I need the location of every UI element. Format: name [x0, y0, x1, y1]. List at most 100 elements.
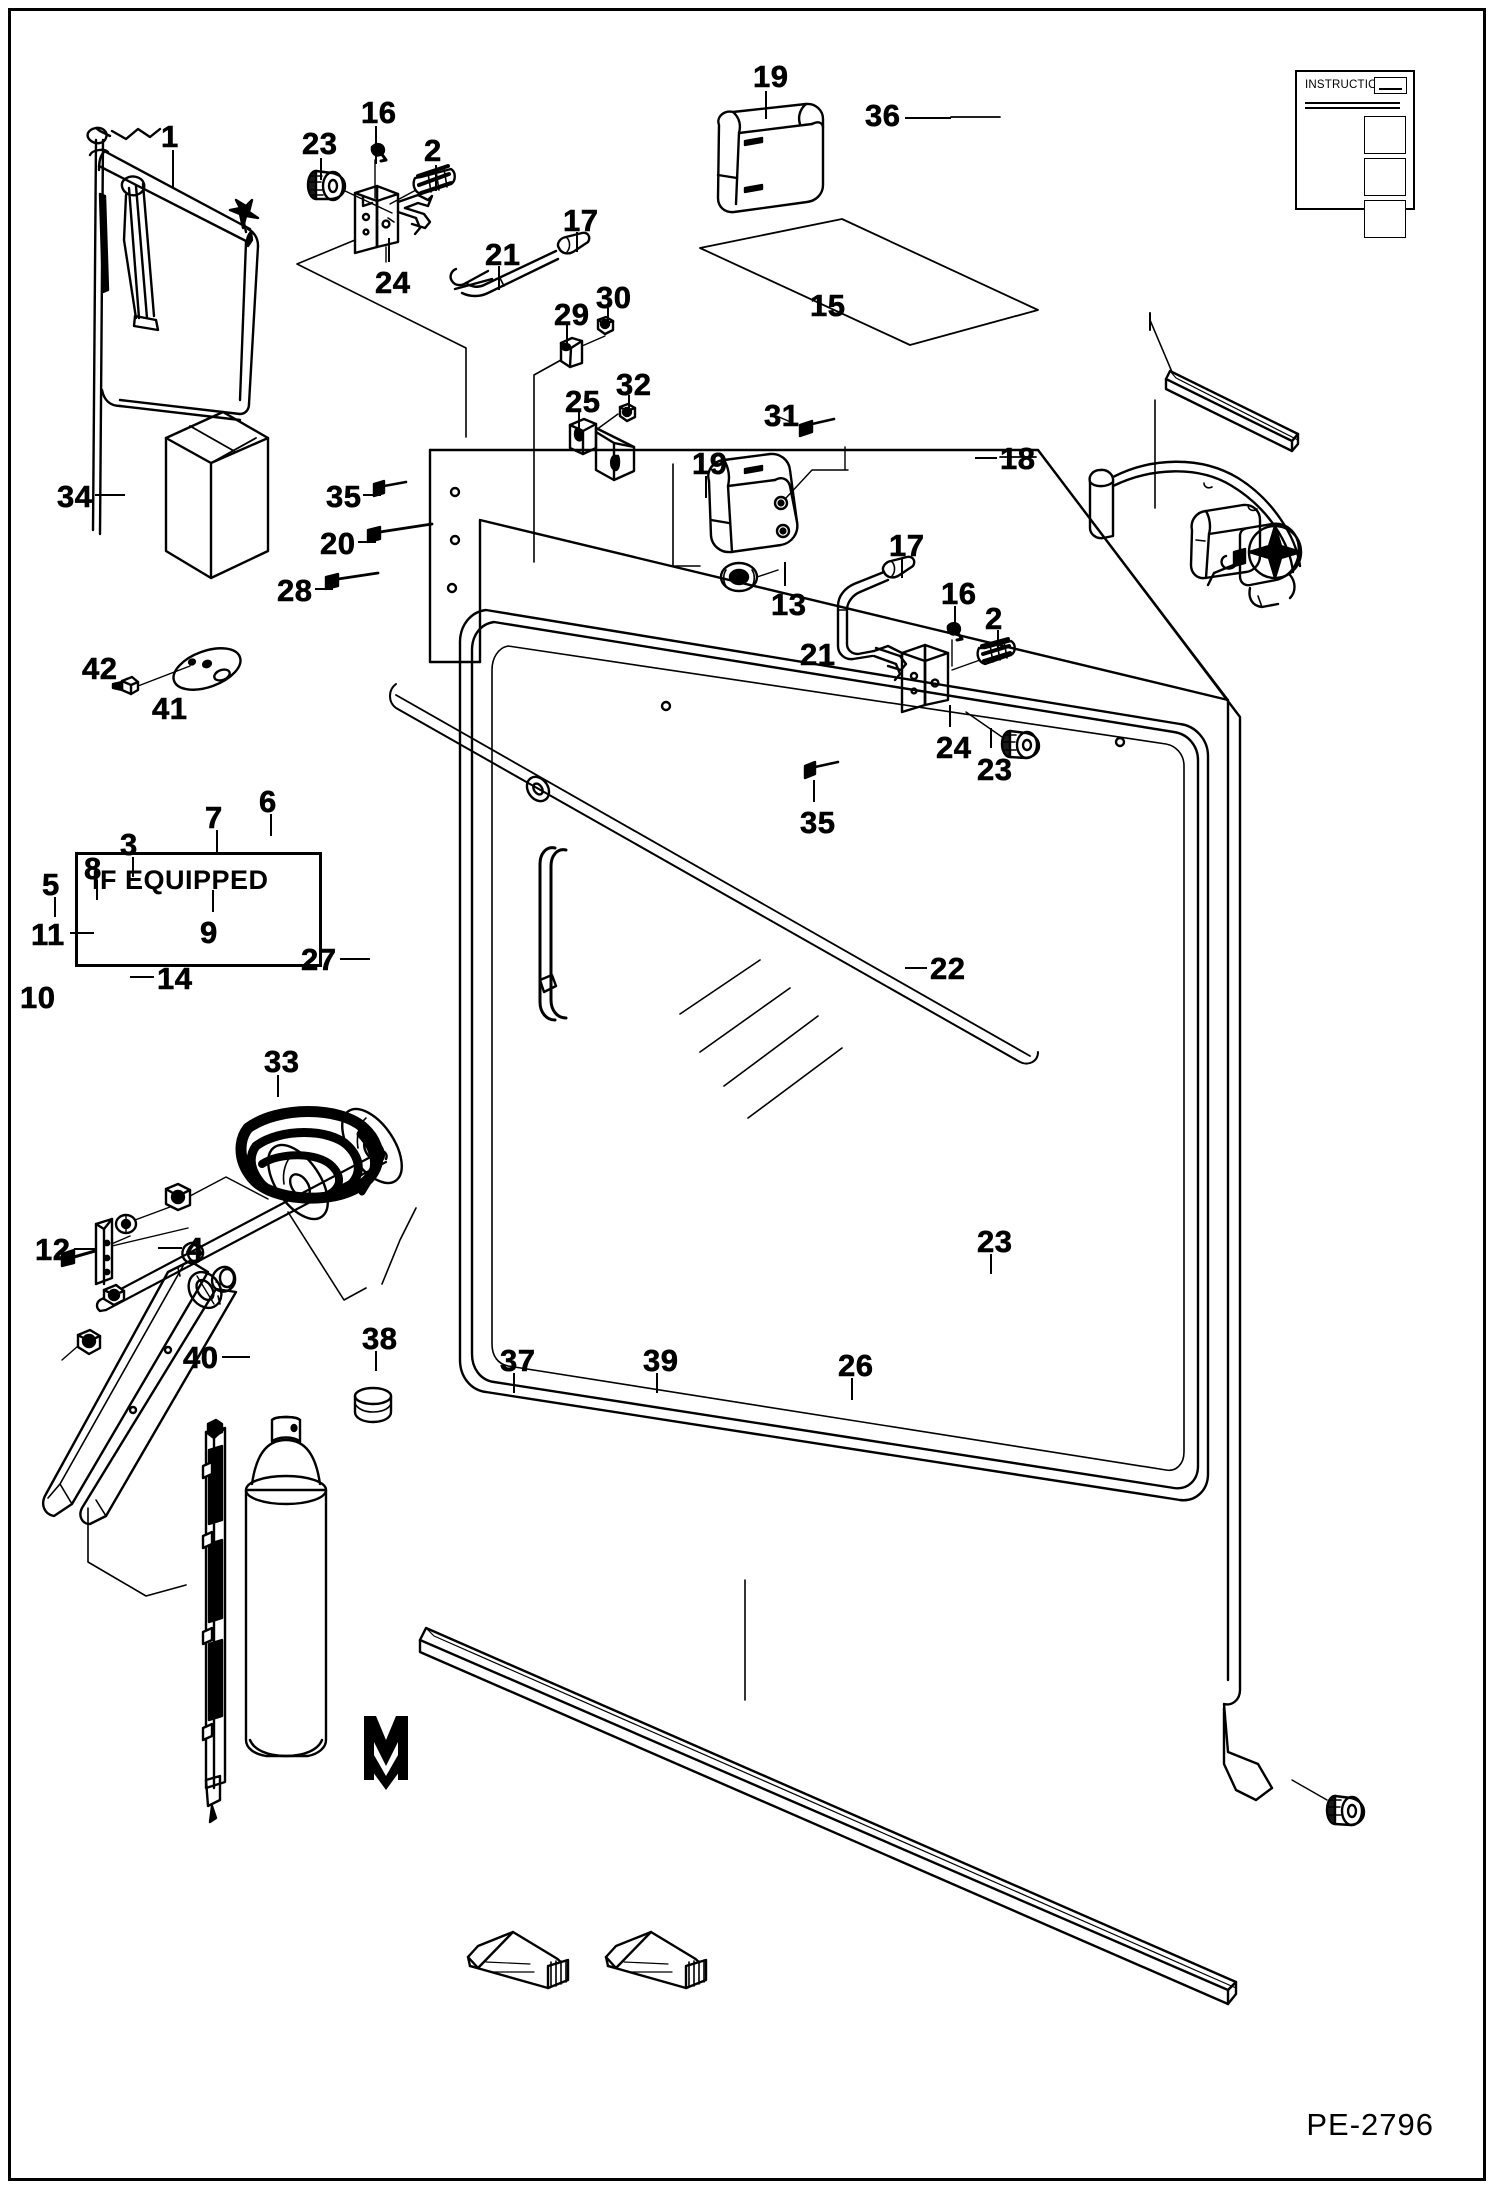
leader-line-34-20 [95, 494, 125, 496]
callout-31-14: 31 [764, 398, 800, 433]
instructions-header-box [1374, 77, 1407, 94]
callout-8-34: 8 [84, 851, 102, 886]
leader-line-28-19 [315, 588, 333, 590]
callout-2-3: 2 [424, 133, 442, 168]
callout-33-44: 33 [264, 1044, 300, 1079]
leader-line-4-43 [158, 1247, 182, 1249]
callout-6-32: 6 [259, 784, 277, 819]
callout-26-49: 26 [838, 1348, 874, 1383]
callout-10-38: 10 [20, 980, 56, 1015]
leader-line-33-44 [277, 1075, 279, 1097]
callout-23-1: 23 [302, 126, 338, 161]
callout-42-29: 42 [82, 651, 118, 686]
leader-line-38-46 [375, 1351, 377, 1371]
leader-line-18-15 [975, 457, 997, 459]
callout-1-0: 1 [161, 119, 179, 154]
leader-line-5-35 [54, 897, 56, 917]
instructions-panel-2 [1364, 158, 1406, 196]
leader-line-27-40 [340, 958, 370, 960]
callout-19-16: 19 [692, 446, 728, 481]
leader-line-24-26 [949, 705, 951, 727]
leader-line-21-7 [498, 266, 500, 290]
instructions-panel-3 [1364, 200, 1406, 238]
leader-line-24-8 [388, 238, 390, 262]
leader-line-23-27 [990, 728, 992, 748]
instructions-label: INSTRUCTIONS [1305, 79, 1394, 91]
instructions-rule-2 [1305, 107, 1400, 109]
leader-line-19-4 [765, 91, 767, 119]
callout-27-40: 27 [301, 942, 337, 977]
leader-line-25-12 [578, 412, 580, 432]
callout-41-30: 41 [152, 691, 188, 726]
callout-23-50: 23 [977, 1224, 1013, 1259]
if-equipped-box: IF EQUIPPED [75, 852, 322, 967]
callout-14-39: 14 [157, 961, 193, 996]
leader-line-19-16 [705, 476, 707, 498]
callout-20-18: 20 [320, 526, 356, 561]
callout-5-35: 5 [42, 867, 60, 902]
callout-37-47: 37 [500, 1343, 536, 1378]
callout-17-22: 17 [889, 528, 925, 563]
leader-line-40-45 [222, 1356, 250, 1358]
callout-15-11: 15 [810, 288, 846, 323]
instructions-rule-1 [1305, 102, 1400, 104]
callout-24-8: 24 [375, 265, 411, 300]
leader-line-20-18 [358, 541, 376, 543]
leader-line-22-41 [905, 967, 927, 969]
callout-21-7: 21 [485, 237, 521, 272]
leader-line-9-36 [212, 890, 214, 912]
leader-line-1-0 [172, 150, 174, 188]
leader-line-7-31 [216, 830, 218, 852]
callout-16-2: 16 [361, 95, 397, 130]
leader-line-35-17 [363, 494, 381, 496]
leader-line-30-10 [607, 308, 609, 326]
leader-line-13-21 [784, 562, 786, 586]
leader-line-11-37 [70, 932, 94, 934]
leader-line-23-50 [990, 1254, 992, 1274]
leader-line-17-6 [576, 232, 578, 252]
leader-line-23-1 [320, 158, 322, 180]
leader-line-37-47 [513, 1373, 515, 1393]
callout-21-25: 21 [800, 637, 836, 672]
instructions-sheet: INSTRUCTIONS [1295, 70, 1415, 238]
leader-line-16-2 [375, 126, 377, 164]
leader-line-6-32 [270, 814, 272, 836]
callout-18-15: 18 [1000, 441, 1036, 476]
if-equipped-label: IF EQUIPPED [92, 865, 269, 895]
callout-34-20: 34 [57, 479, 93, 514]
callout-24-26: 24 [936, 730, 972, 765]
callout-35-28: 35 [800, 805, 836, 840]
callout-19-4: 19 [753, 59, 789, 94]
callout-23-27: 23 [977, 752, 1013, 787]
callout-13-21: 13 [771, 587, 807, 622]
callout-39-48: 39 [643, 1343, 679, 1378]
leader-line-2-3 [435, 165, 437, 191]
callout-7-31: 7 [205, 800, 223, 835]
callout-29-9: 29 [554, 297, 590, 332]
leader-line-2-24 [997, 630, 999, 648]
drawing-number: PE-2796 [1306, 2107, 1434, 2142]
callout-11-37: 11 [31, 917, 65, 952]
leader-line-39-48 [656, 1373, 658, 1393]
leader-line-36-5 [905, 117, 951, 119]
callout-17-6: 17 [563, 203, 599, 238]
callout-16-23: 16 [941, 576, 977, 611]
callout-40-45: 40 [183, 1340, 219, 1375]
callout-38-46: 38 [362, 1321, 398, 1356]
callout-36-5: 36 [865, 98, 901, 133]
leader-line-14-39 [130, 976, 154, 978]
leader-line-32-13 [628, 395, 630, 411]
leader-line-3-33 [132, 857, 134, 877]
callout-35-17: 35 [326, 479, 362, 514]
leader-line-12-42 [74, 1248, 96, 1250]
callout-30-10: 30 [596, 280, 632, 315]
leader-line-8-34 [96, 880, 98, 900]
callout-2-24: 2 [985, 601, 1003, 636]
instructions-panel-1 [1364, 116, 1406, 154]
callout-32-13: 32 [616, 367, 652, 402]
leader-line-29-9 [566, 325, 568, 347]
callout-12-42: 12 [35, 1232, 71, 1267]
callout-9-36: 9 [200, 915, 218, 950]
page-border [8, 8, 1486, 2181]
